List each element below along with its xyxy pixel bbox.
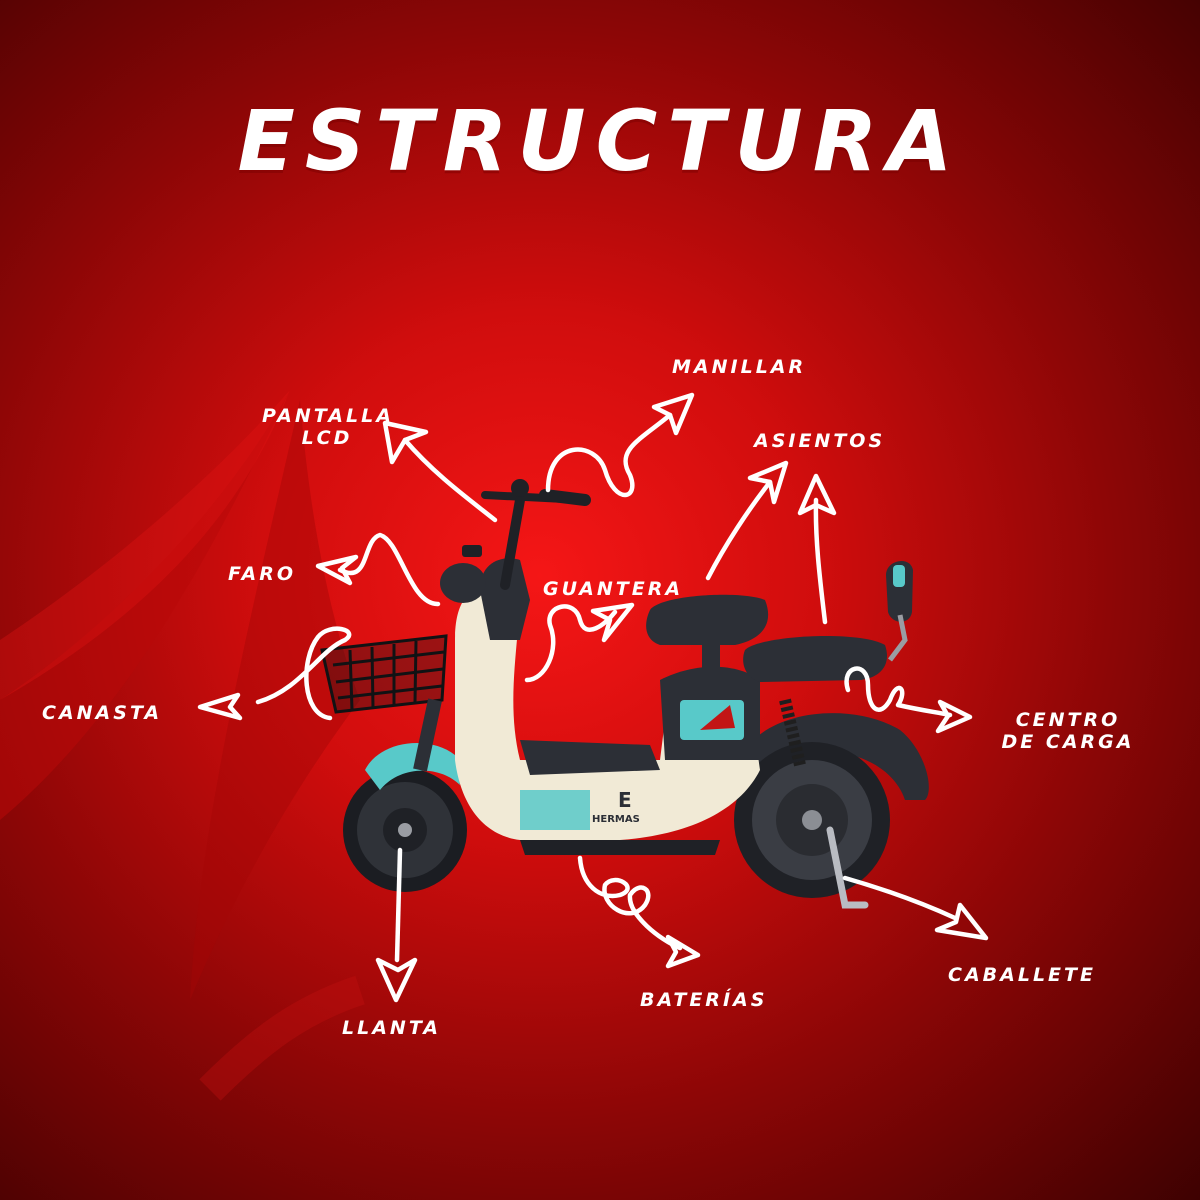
seat (646, 560, 913, 685)
brand-letter: E (618, 788, 632, 812)
label-centro-line2: DE CARGA (1001, 731, 1135, 753)
label-asientos: ASIENTOS (754, 430, 886, 452)
page-title: ESTRUCTURA (237, 92, 963, 190)
label-centro-de-carga: CENTRO DE CARGA (988, 709, 1148, 753)
arrow-faro (315, 532, 441, 607)
arrow-asientos-2 (797, 473, 837, 625)
brand-name: HERMAS (592, 814, 640, 825)
rear-wheel (734, 713, 929, 898)
front-wheel (343, 743, 467, 892)
arrow-manillar (545, 392, 695, 498)
arrow-guantera (524, 602, 635, 683)
label-llanta: LLANTA (342, 1017, 442, 1039)
arrow-baterias (577, 855, 701, 969)
basket (320, 634, 448, 714)
scooter-body: E HERMAS (455, 558, 760, 855)
arrow-llanta (375, 847, 418, 1003)
label-guantera: GUANTERA (543, 578, 684, 600)
label-caballete: CABALLETE (948, 964, 1096, 986)
arrow-centro-carga (844, 666, 973, 734)
arrow-pantalla (382, 420, 498, 523)
handlebar (481, 479, 591, 590)
label-centro-line1: CENTRO (1015, 709, 1121, 731)
label-faro: FARO (228, 563, 297, 585)
label-canasta: CANASTA (42, 702, 163, 724)
arrow-asientos-1 (705, 460, 789, 581)
label-pantalla-line2: LCD (301, 427, 353, 449)
arrow-canasta (197, 626, 352, 721)
kickstand (826, 826, 869, 909)
label-pantalla-line1: PANTALLA (262, 405, 394, 427)
label-manillar: MANILLAR (672, 356, 807, 378)
label-baterias: BATERÍAS (640, 989, 768, 1011)
label-pantalla-lcd: PANTALLA LCD (262, 405, 392, 449)
headlight (440, 545, 486, 603)
arrow-caballete (842, 875, 989, 941)
